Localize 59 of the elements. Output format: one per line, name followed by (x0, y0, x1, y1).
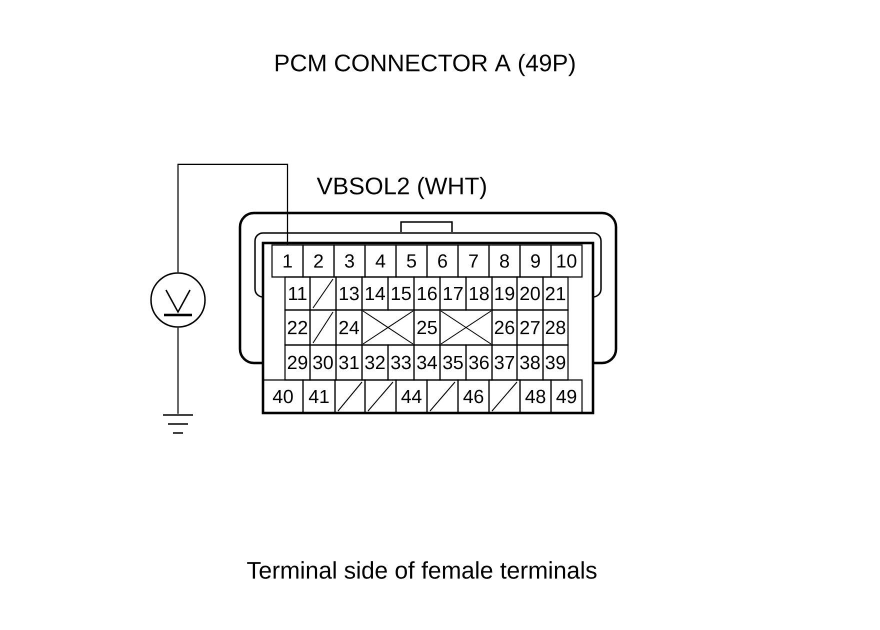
terminal-cell: 1 (271, 244, 304, 278)
terminal-cell: 26 (491, 309, 518, 346)
title: PCM CONNECTOR A (49P) (276, 54, 575, 76)
wire-label: VBSOL2 (WHT) (316, 176, 486, 200)
terminal-cell: 48 (519, 379, 552, 414)
terminal-cell: 19 (491, 276, 518, 311)
terminal-cell: 44 (395, 379, 428, 414)
unused-cavity (426, 379, 459, 414)
terminal-cell: 41 (302, 379, 336, 414)
terminal-cell: 9 (519, 244, 552, 278)
unused-cavity (361, 309, 415, 346)
unused-cavity (364, 379, 397, 414)
terminal-cell: 21 (542, 276, 569, 311)
terminal-cell: 35 (439, 344, 467, 381)
terminal-cell: 34 (413, 344, 441, 381)
terminal-cell: 31 (335, 344, 363, 381)
terminal-cell: 15 (387, 276, 415, 311)
terminal-cell: 29 (284, 344, 311, 381)
terminal-cell: 28 (542, 309, 569, 346)
terminal-cell: 37 (491, 344, 518, 381)
terminal-cell: 39 (542, 344, 569, 381)
terminal-cell: 46 (457, 379, 490, 414)
terminal-cell: 36 (465, 344, 493, 381)
terminal-cell: 38 (516, 344, 544, 381)
terminal-cell: 10 (550, 244, 583, 278)
terminal-cell: 30 (309, 344, 337, 381)
terminal-cell: 20 (516, 276, 544, 311)
terminal-cell: 2 (302, 244, 335, 278)
terminal-cell: 13 (335, 276, 363, 311)
unused-cavity (309, 276, 337, 311)
terminal-cell: 6 (426, 244, 459, 278)
terminal-cell: 14 (361, 276, 389, 311)
unused-cavity (488, 379, 521, 414)
unused-cavity (334, 379, 366, 414)
wire (177, 328, 179, 414)
terminal-cell: 22 (284, 309, 311, 346)
terminal-cell: 40 (262, 379, 304, 414)
unused-cavity (309, 309, 337, 346)
connector-housing (238, 212, 618, 414)
terminal-cell: 17 (439, 276, 467, 311)
voltmeter-symbol (150, 272, 206, 328)
wire (177, 164, 288, 272)
terminal-cell: 33 (387, 344, 415, 381)
terminal-cell: 32 (361, 344, 389, 381)
terminal-cell: 11 (284, 276, 311, 311)
terminal-cell: 18 (465, 276, 493, 311)
terminal-cell: 8 (488, 244, 521, 278)
terminal-cell: 4 (364, 244, 397, 278)
terminal-cell: 3 (333, 244, 366, 278)
unused-cavity (439, 309, 493, 346)
caption: Terminal side of female terminals (247, 561, 596, 579)
terminal-cell: 27 (516, 309, 544, 346)
terminal-cell: 49 (550, 379, 583, 414)
terminal-cell: 5 (395, 244, 428, 278)
terminal-cell: 16 (413, 276, 441, 311)
ground-symbol (163, 414, 193, 434)
terminal-cell: 25 (413, 309, 441, 346)
terminal-cell: 7 (457, 244, 490, 278)
terminal-cell: 24 (335, 309, 363, 346)
